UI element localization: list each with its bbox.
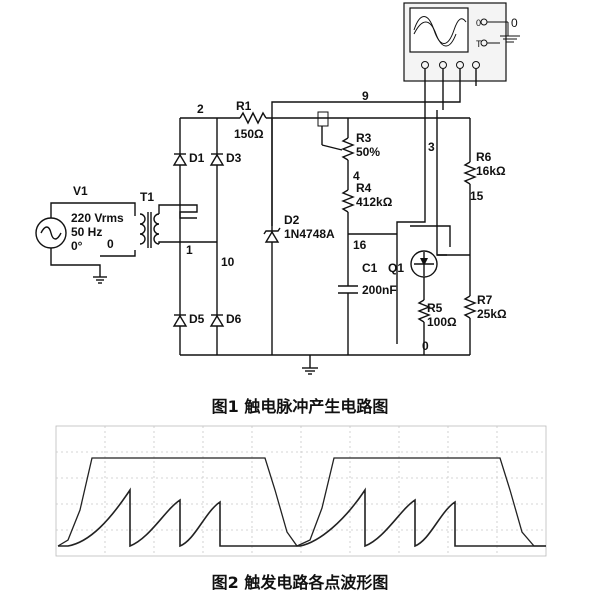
node-label-9: 9 (362, 89, 369, 103)
trapezoid-waveform (57, 457, 546, 547)
node-label-1: 1 (186, 243, 193, 257)
node-label-3: 3 (428, 140, 435, 154)
r5-name: R5 (427, 301, 443, 315)
oscilloscope: 0 T 0 (403, 2, 520, 82)
scope-zero-label: 0 (511, 16, 518, 30)
source-voltage: 220 Vrms (71, 211, 124, 225)
figure-1-caption: 图1 触电脉冲产生电路图 (212, 397, 389, 416)
diode-d6: D6 (209, 312, 242, 327)
source-frequency: 50 Hz (71, 225, 102, 239)
sawtooth-waveform (58, 487, 546, 548)
source-name: V1 (73, 184, 88, 198)
r4-value: 412kΩ (356, 195, 393, 209)
node-label-0: 0 (422, 339, 429, 353)
figure-2-caption: 图2 触发电路各点波形图 (212, 573, 389, 592)
r1-value: 150Ω (234, 127, 264, 141)
scope-t-label: T (476, 39, 482, 49)
c1-value: 200nF (362, 283, 397, 297)
r1-name: R1 (236, 99, 252, 113)
resistor-r5: R5 100Ω (417, 299, 457, 329)
diode-d1-label: D1 (189, 151, 205, 165)
zener-d2: D2 1N4748A (263, 118, 335, 355)
transformer-label: T1 (140, 190, 154, 204)
waveform-plot (55, 425, 547, 557)
c1-name: C1 (362, 261, 378, 275)
transistor-q1: Q1 (388, 250, 438, 278)
diode-d3-label: D3 (226, 151, 242, 165)
node-label-16: 16 (353, 238, 367, 252)
r6-value: 16kΩ (476, 164, 506, 178)
node-label-15: 15 (470, 189, 484, 203)
q1-label: Q1 (388, 261, 404, 275)
scope-o-label: 0 (476, 18, 481, 28)
r3-value: 50% (356, 145, 380, 159)
node-label-4: 4 (353, 169, 360, 183)
zener-part: 1N4748A (284, 227, 335, 241)
diode-d5: D5 (172, 312, 205, 327)
transformer-t1: T1 (139, 190, 198, 248)
capacitor-c1: C1 200nF (338, 261, 397, 297)
r7-value: 25kΩ (477, 307, 507, 321)
potentiometer-r3: R3 50% (317, 111, 380, 161)
r7-name: R7 (477, 293, 493, 307)
node-label-10: 10 (221, 255, 235, 269)
r4-name: R4 (356, 181, 372, 195)
diode-d6-label: D6 (226, 312, 242, 326)
diode-d3: D3 (209, 151, 242, 166)
resistor-r1: R1 150Ω (234, 99, 267, 141)
resistor-r4: R4 412kΩ (341, 181, 393, 213)
source-phase: 0° (71, 239, 83, 253)
diode-d1: D1 (172, 151, 205, 166)
diode-d5-label: D5 (189, 312, 205, 326)
node-label-0-ground: 0 (107, 237, 114, 251)
probe-lead-a (396, 69, 426, 344)
resistor-r7: R7 25kΩ (463, 293, 507, 321)
zener-name: D2 (284, 213, 300, 227)
r3-name: R3 (356, 131, 372, 145)
r6-name: R6 (476, 150, 492, 164)
node-label-2: 2 (197, 102, 204, 116)
resistor-r6: R6 16kΩ (463, 150, 506, 185)
r5-value: 100Ω (427, 315, 457, 329)
ac-source-v1: V1 220 Vrms 50 Hz 0° (35, 184, 124, 253)
